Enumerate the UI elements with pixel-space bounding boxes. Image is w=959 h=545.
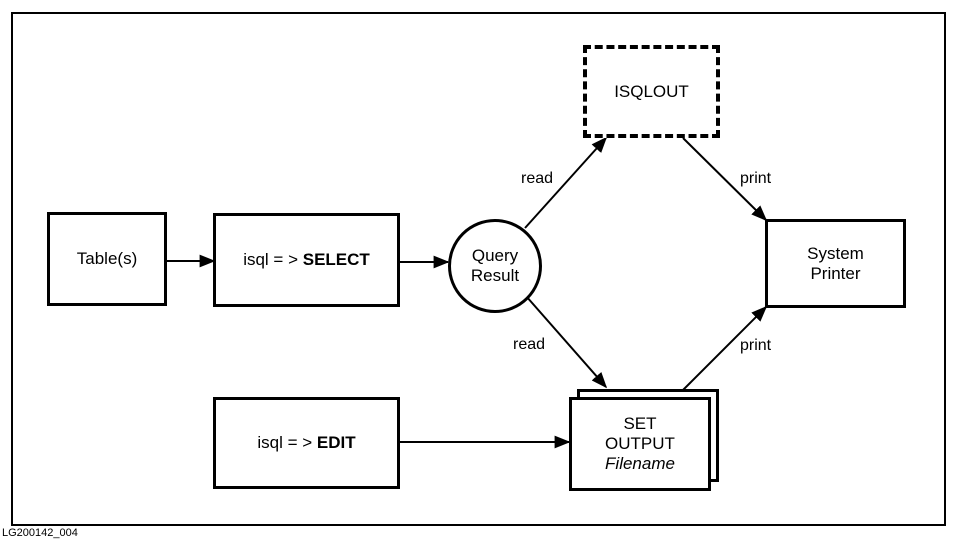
printer-line2: Printer <box>810 263 861 283</box>
query-result-label: Query Result <box>471 246 519 286</box>
set-output-label: SET OUTPUT Filename <box>605 414 675 474</box>
edge-label-read-bottom: read <box>513 336 546 353</box>
tables-label: Table(s) <box>76 249 138 268</box>
select-label: isql = > SELECT <box>243 250 370 270</box>
system-printer-label: System Printer <box>807 244 864 284</box>
edit-label: isql = > EDIT <box>257 433 355 453</box>
edge-label-print-top: print <box>740 170 772 187</box>
diagram-frame <box>11 12 946 526</box>
isqlout-box: ISQLOUT <box>583 45 720 138</box>
query-result-line2: Result <box>470 266 520 285</box>
system-printer-box: System Printer <box>765 219 906 308</box>
arrow-isqlout-to-printer <box>682 137 768 222</box>
edit-prefix: isql = > <box>257 433 317 452</box>
edit-command: EDIT <box>316 433 356 452</box>
set-output-box: SET OUTPUT Filename <box>569 397 711 491</box>
edge-label-read-top: read <box>521 170 554 187</box>
select-prefix: isql = > <box>243 250 303 269</box>
select-command: SELECT <box>302 250 370 269</box>
set-output-filename: Filename <box>605 454 675 473</box>
set-output-line1: SET <box>623 414 657 433</box>
tables-box: Table(s) <box>47 212 167 306</box>
figure-id: LG200142_004 <box>2 527 78 539</box>
edge-label-print-bottom: print <box>740 337 772 354</box>
query-result-line1: Query <box>471 246 519 265</box>
set-output-line2: OUTPUT <box>605 434 675 453</box>
isqlout-label: ISQLOUT <box>614 81 689 101</box>
query-result-node: Query Result <box>448 219 542 313</box>
arrow-query-to-setoutput <box>525 295 608 389</box>
edit-box: isql = > EDIT <box>213 397 400 489</box>
select-box: isql = > SELECT <box>213 213 400 307</box>
arrow-query-to-isqlout <box>524 136 608 229</box>
printer-line1: System <box>807 243 864 263</box>
arrow-setoutput-to-printer <box>682 305 768 391</box>
